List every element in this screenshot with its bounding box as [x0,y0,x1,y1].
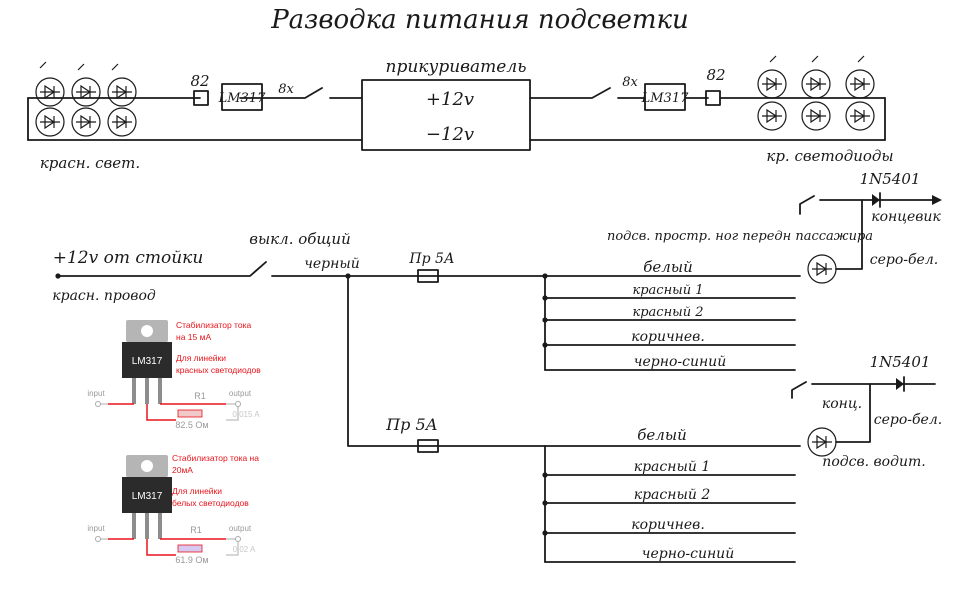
module2-input-label: input [87,524,105,533]
module2-use-2: белых светодиодов [172,498,249,508]
left-leds-label: красн. свет. [40,154,140,172]
module2-output-value: 0.02 A [233,545,256,554]
branch2-diode [896,378,904,390]
branch2-wires [544,445,801,563]
lighter-box [361,79,531,151]
module2-desc-2: 20мА [172,465,193,475]
branch2-feed [347,275,546,447]
module2-output-label: output [229,524,252,533]
minus-12v-label: −12v [426,124,474,145]
branch2-wire-5: черно-синий [642,546,734,562]
left-resistor [193,90,209,106]
right-switch-label: 8x [622,75,638,90]
module1-desc-2: на 15 мА [176,332,211,342]
branch1-wire-3: красный 2 [632,305,703,320]
branch2-limit-switch [791,381,871,399]
left-resistor-label: 82 [190,72,209,90]
branch1-limit-label: концевик [871,209,941,225]
right-plus-wire [529,87,886,99]
module2-circuit [95,536,241,556]
branch1-fuse-label: Пр 5А [408,251,454,267]
branch1-lamp [807,254,837,284]
right-resistor-label: 82 [706,66,725,84]
branch1-door-label: подсв. простр. ног передн пассажира [607,229,873,244]
common-wire-label: черный [304,256,360,272]
right-lm317-label: LM317 [641,91,689,106]
module1-resistor-name: R1 [194,391,206,401]
source-wire-label: красн. провод [52,288,156,304]
right-lm317-box [644,83,686,111]
branch2-wire-3: красный 2 [634,487,711,503]
module2-resistor-name: R1 [190,525,202,535]
page-title: Разводка питания подсветки [270,5,689,35]
module1-resistor-value: 82.5 Ом [175,420,208,430]
module1-output-value: 0.015 A [232,410,260,419]
branch2-out-wire-label: серо-бел. [874,412,942,428]
master-switch-label: выкл. общий [249,230,351,248]
main-supply-wire [57,261,546,277]
branch2-limit-label: конц. [822,396,862,412]
branch1-wire-1: белый [643,258,692,276]
module1-output-label: output [229,389,252,398]
left-switch-label: 8x [278,82,294,97]
right-led-array [757,55,875,131]
module2-regulator: LM317 [122,455,172,539]
left-led-array [35,61,137,137]
branch2-wire-2: красный 1 [634,459,711,475]
module1-circuit [95,401,241,421]
branch2-lamp [807,427,837,457]
branch2-wire-4: коричнев. [631,517,705,533]
branch1-diode [872,194,880,206]
module1-input-label: input [87,389,105,398]
branch1-arrow [932,195,942,205]
left-lm317-box [221,83,263,111]
right-resistor [705,90,721,106]
branch2-fuse-label: Пр 5А [385,415,438,434]
branch2-lamp-label: подсв. водит. [822,454,925,470]
branch1-wire-5: черно-синий [634,354,726,370]
module2-desc-1: Стабилизатор тока на [172,453,259,463]
module1-regulator: LM317 [122,320,172,404]
module1-use-1: Для линейки [176,353,226,363]
right-leds-label: кр. светодиоды [766,147,893,165]
module1-desc-1: Стабилизатор тока [176,320,251,330]
source-label: +12v от стойки [53,248,204,268]
module2-chip-label: LM317 [132,491,163,502]
branch2-wire-1: белый [637,426,686,444]
branch1-limit-switch [799,195,863,215]
plus-12v-label: +12v [426,89,474,110]
branch1-wire-4: коричнев. [631,329,705,345]
branch1-out-wire-label: серо-бел. [870,252,938,268]
module2-use-1: Для линейки [172,486,222,496]
branch1-wire-2: красный 1 [632,283,703,298]
module2-resistor-value: 61.9 Ом [175,555,208,565]
branch2-diode-label: 1N5401 [870,353,931,371]
branch2-fuse [417,439,439,453]
branch1-diode-label: 1N5401 [860,170,921,188]
left-lm317-label: LM317 [218,91,266,106]
module1-use-2: красных светодиодов [176,365,261,375]
branch1-wires [544,275,801,371]
module1-chip-label: LM317 [132,356,163,367]
lighter-label: прикуриватель [386,57,527,77]
branch1-fuse [417,269,439,283]
